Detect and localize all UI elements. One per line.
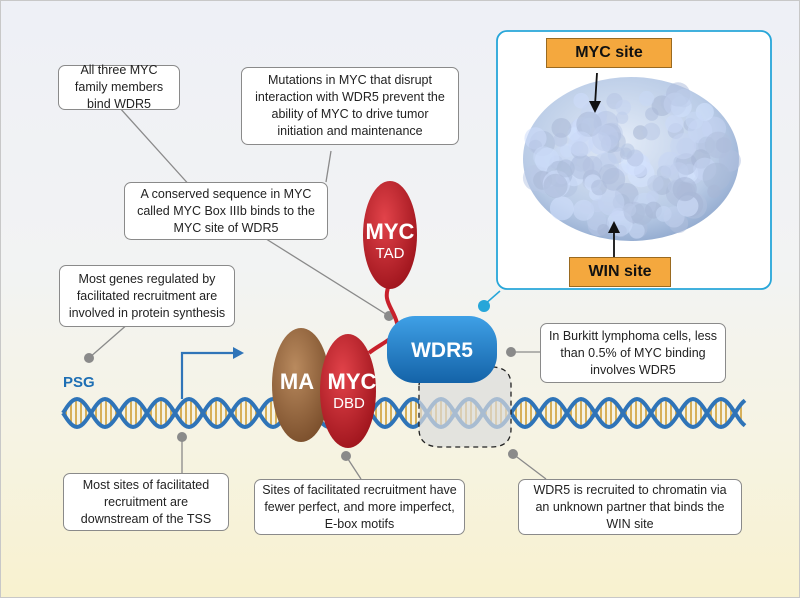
wdr5-surface-model [522,77,741,241]
surface-bump [573,199,595,221]
surface-bump [549,196,574,221]
surface-bump [665,114,684,133]
surface-bump [615,111,629,124]
surface-bump [670,133,697,160]
surface-bump [602,167,626,191]
surface-bump [615,99,632,116]
myc-dbd-domain: DBD [333,395,365,412]
win-site-tag: WIN site [569,257,671,287]
dna-strand-a [61,396,747,430]
callout-downstream: Most sites of facilitated recruitment ar… [63,473,229,531]
max-label: MA [279,369,315,394]
surface-bump [614,224,627,238]
myc-dbd-protein [320,334,376,448]
wdr5-protein [387,316,497,383]
surface-bump [685,111,704,130]
surface-bump [626,149,644,167]
callout-ebox: Sites of facilitated recruitment have fe… [254,479,465,535]
surface-bump [672,177,697,202]
surface-bump [646,190,659,203]
tss-arrow [180,351,233,399]
surface-bump [674,88,693,108]
dna-strand-b [61,396,747,430]
surface-bump [702,162,731,191]
surface-bump [543,173,568,198]
surface-bump [631,203,653,226]
myc-tad-protein [363,181,417,289]
myc-tad-domain: TAD [375,245,405,262]
surface-bump [622,203,637,217]
tss-arrowhead [233,347,244,359]
surface-bump [660,164,675,179]
surface-bump [715,137,732,153]
surface-bump [642,122,661,141]
callout-family-bind: All three MYC family members bind WDR5 [58,63,180,111]
psg-label: PSG [63,374,95,391]
myc-dbd-name: MYC [327,369,377,394]
unknown-partner [418,366,512,448]
myc-site-tag: MYC site [546,38,672,68]
surface-bump [556,159,575,178]
surface-bump [598,189,625,216]
surface-bump [591,179,607,196]
surface-bump [533,146,555,168]
callout-protein-synthesis: Most genes regulated by facilitated recr… [59,265,235,327]
callout-mutations: Mutations in MYC that disrupt interactio… [241,67,459,145]
surface-bump [592,124,619,152]
callout-burkitt: In Burkitt lymphoma cells, less than 0.5… [540,323,726,383]
surface-bump [663,206,685,228]
leader-dots [84,193,518,461]
surface-bump [628,223,645,239]
myc-tad-name: MYC [365,219,415,244]
callout-conserved: A conserved sequence in MYC called MYC B… [124,182,328,240]
win-site-arrow [608,221,620,233]
wdr5-label: WDR5 [411,339,473,362]
surface-bump [639,90,655,107]
surface-bump [647,175,664,192]
surface-bump [551,118,572,138]
callout-chromatin: WDR5 is recruited to chromatin via an un… [518,479,742,535]
inset-anchor-dot [478,300,490,312]
myc-site-arrow [589,101,601,113]
surface-bump [590,199,605,213]
dna-helix [61,396,747,430]
max-protein [272,328,330,442]
surface-bump [597,224,610,237]
surface-bump [568,131,594,157]
surface-bump [569,154,595,180]
